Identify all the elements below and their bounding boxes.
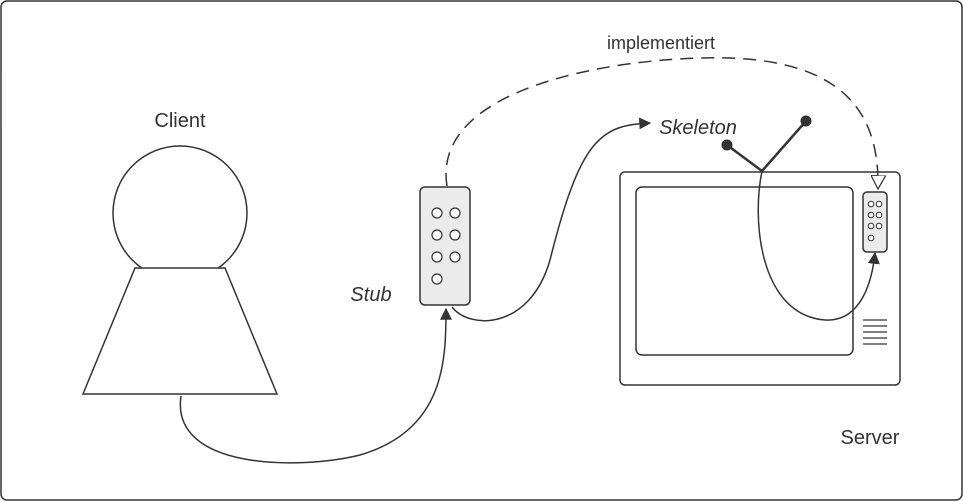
stub-button xyxy=(431,273,443,285)
connector-client-to-stub xyxy=(179,307,452,464)
stub-device xyxy=(419,186,471,306)
skeleton-button xyxy=(867,234,875,242)
connector-skeleton-to-server xyxy=(757,170,880,321)
skeleton-button xyxy=(867,211,875,219)
stub-button xyxy=(449,251,461,263)
stub-button xyxy=(431,251,443,263)
client-body xyxy=(81,267,279,395)
skeleton-body xyxy=(862,191,888,253)
stub-label: Stub xyxy=(350,284,391,306)
tv-antenna xyxy=(721,115,812,173)
client-label: Client xyxy=(154,110,206,132)
client-figure xyxy=(81,145,279,395)
connector-stub-to-skeleton xyxy=(451,117,652,322)
skeleton-device xyxy=(862,191,888,253)
stub-button xyxy=(449,229,461,241)
stub-button xyxy=(431,207,443,219)
tv-speaker xyxy=(863,319,887,345)
server-label: Server xyxy=(841,427,900,449)
skeleton-button xyxy=(875,222,883,230)
stub-body xyxy=(419,186,471,306)
stub-button xyxy=(449,207,461,219)
client-head xyxy=(112,145,248,281)
skeleton-button xyxy=(867,200,875,208)
stub-button xyxy=(431,229,443,241)
tv-screen xyxy=(635,186,854,356)
connector-implementiert xyxy=(445,57,878,189)
implementiert-label: implementiert xyxy=(607,33,715,53)
server-tv xyxy=(619,115,901,386)
skeleton-button xyxy=(867,222,875,230)
skeleton-button xyxy=(875,200,883,208)
skeleton-label: Skeleton xyxy=(659,117,737,139)
skeleton-button xyxy=(875,211,883,219)
